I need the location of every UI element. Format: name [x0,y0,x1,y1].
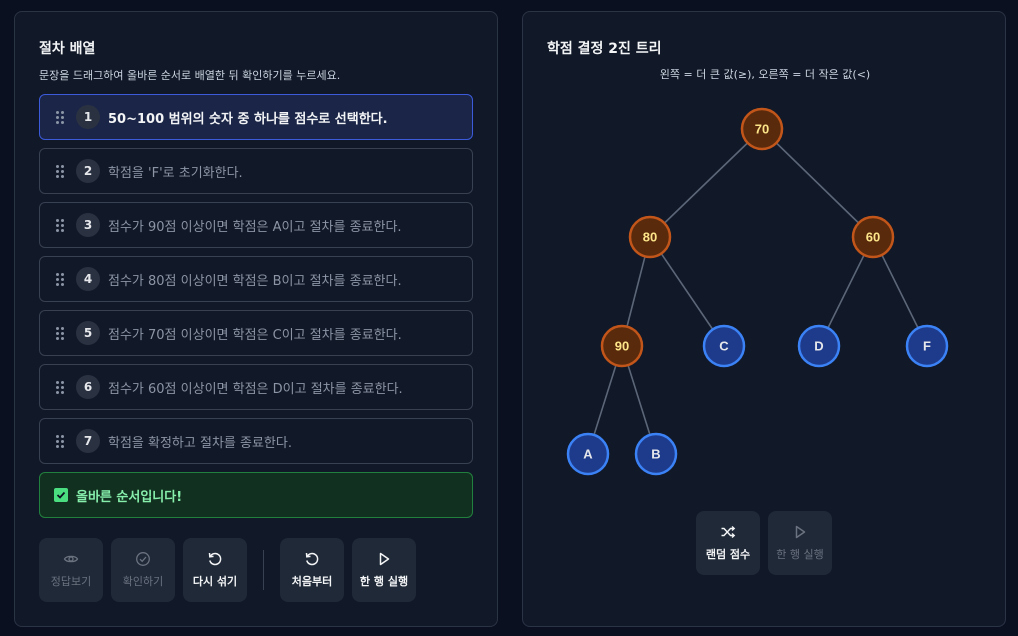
step-text: 점수가 60점 이상이면 학점은 D이고 절차를 종료한다. [108,381,403,397]
play-icon [795,525,806,539]
leaf-d: D [797,324,841,368]
drag-handle-icon[interactable] [56,165,64,178]
tree-title: 학점 결정 2진 트리 [547,41,662,57]
drag-handle-icon[interactable] [56,273,64,286]
step-text: 50~100 범위의 숫자 중 하나를 점수로 선택한다. [108,111,388,127]
tree-run-line-label: 한 행 실행 [776,548,824,561]
restart-label: 처음부터 [291,575,333,588]
drag-handle-icon[interactable] [56,219,64,232]
tree-panel: 학점 결정 2진 트리 왼쪽 = 더 큰 값(≥), 오른쪽 = 더 작은 값(… [522,11,1006,627]
node-70: 70 [740,107,784,151]
leaf-label: C [719,339,729,354]
leaf-label: B [651,447,660,462]
edge [649,128,763,238]
step-list: 1 50~100 범위의 숫자 중 하나를 점수로 선택한다. 2 학점을 'F… [39,94,473,472]
node-label: 80 [643,230,657,245]
control-buttons: 정답보기 확인하기 다시 섞기 처음부터 한 행 실행 [39,538,424,602]
step-number: 1 [76,105,100,129]
reshuffle-button[interactable]: 다시 섞기 [183,538,247,602]
leaf-label: D [814,339,823,354]
step-number: 6 [76,375,100,399]
step-item-1[interactable]: 1 50~100 범위의 숫자 중 하나를 점수로 선택한다. [39,94,473,140]
show-answer-button[interactable]: 정답보기 [39,538,103,602]
step-text: 학점을 'F'로 초기화한다. [108,165,243,181]
step-text: 학점을 확정하고 절차를 종료한다. [108,435,292,451]
step-item-7[interactable]: 7 학점을 확정하고 절차를 종료한다. [39,418,473,464]
step-item-2[interactable]: 2 학점을 'F'로 초기화한다. [39,148,473,194]
step-number: 3 [76,213,100,237]
step-number: 4 [76,267,100,291]
step-text: 점수가 80점 이상이면 학점은 B이고 절차를 종료한다. [108,273,402,289]
node-90: 90 [600,324,644,368]
edge [649,236,725,347]
tree-caption: 왼쪽 = 더 큰 값(≥), 오른쪽 = 더 작은 값(<) [659,68,871,81]
tree-edges [587,128,928,455]
procedure-title: 절차 배열 [39,41,96,57]
step-item-4[interactable]: 4 점수가 80점 이상이면 학점은 B이고 절차를 종료한다. [39,256,473,302]
eye-icon [63,555,79,563]
drag-handle-icon[interactable] [56,327,64,340]
leaf-c: C [702,324,746,368]
run-line-button[interactable]: 한 행 실행 [352,538,416,602]
node-label: 70 [755,122,769,137]
random-score-label: 랜덤 점수 [705,548,751,561]
node-label: 60 [866,230,880,245]
play-icon [379,552,390,566]
step-item-6[interactable]: 6 점수가 60점 이상이면 학점은 D이고 절차를 종료한다. [39,364,473,410]
leaf-b: B [634,432,678,476]
leaf-a: A [566,432,610,476]
binary-tree-diagram: 70 80 60 90 C D F A [566,107,949,476]
check-label: 확인하기 [122,575,164,588]
show-answer-label: 정답보기 [50,575,92,588]
node-80: 80 [628,215,672,259]
checkbox-check-icon [54,488,68,502]
random-score-button[interactable]: 랜덤 점수 [696,511,760,575]
check-button[interactable]: 확인하기 [111,538,175,602]
run-line-label: 한 행 실행 [359,575,409,588]
leaf-label: A [583,447,593,462]
tree-run-line-button[interactable]: 한 행 실행 [768,511,832,575]
drag-handle-icon[interactable] [56,381,64,394]
node-label: 90 [615,339,629,354]
tree-control-buttons: 랜덤 점수 한 행 실행 [696,511,840,575]
step-number: 7 [76,429,100,453]
node-60: 60 [851,215,895,259]
drag-handle-icon[interactable] [56,435,64,448]
step-item-3[interactable]: 3 점수가 90점 이상이면 학점은 A이고 절차를 종료한다. [39,202,473,248]
leaf-f: F [905,324,949,368]
rotate-icon [305,552,319,566]
procedure-panel: 절차 배열 문장을 드래그하여 올바른 순서로 배열한 뒤 확인하기를 누르세요… [14,11,498,627]
result-banner: 올바른 순서입니다! [39,472,473,518]
check-circle-icon [136,552,150,566]
reshuffle-label: 다시 섞기 [192,575,238,588]
button-divider [263,550,264,590]
procedure-description: 문장을 드래그하여 올바른 순서로 배열한 뒤 확인하기를 누르세요. [39,69,341,82]
drag-handle-icon[interactable] [56,111,64,124]
step-number: 2 [76,159,100,183]
step-text: 점수가 70점 이상이면 학점은 C이고 절차를 종료한다. [108,327,402,343]
edge [761,128,874,238]
leaf-label: F [923,339,931,354]
step-item-5[interactable]: 5 점수가 70점 이상이면 학점은 C이고 절차를 종료한다. [39,310,473,356]
step-text: 점수가 90점 이상이면 학점은 A이고 절차를 종료한다. [108,219,402,235]
restart-button[interactable]: 처음부터 [280,538,344,602]
shuffle-icon [721,525,736,539]
step-number: 5 [76,321,100,345]
rotate-icon [208,552,222,566]
result-message: 올바른 순서입니다! [76,489,183,505]
